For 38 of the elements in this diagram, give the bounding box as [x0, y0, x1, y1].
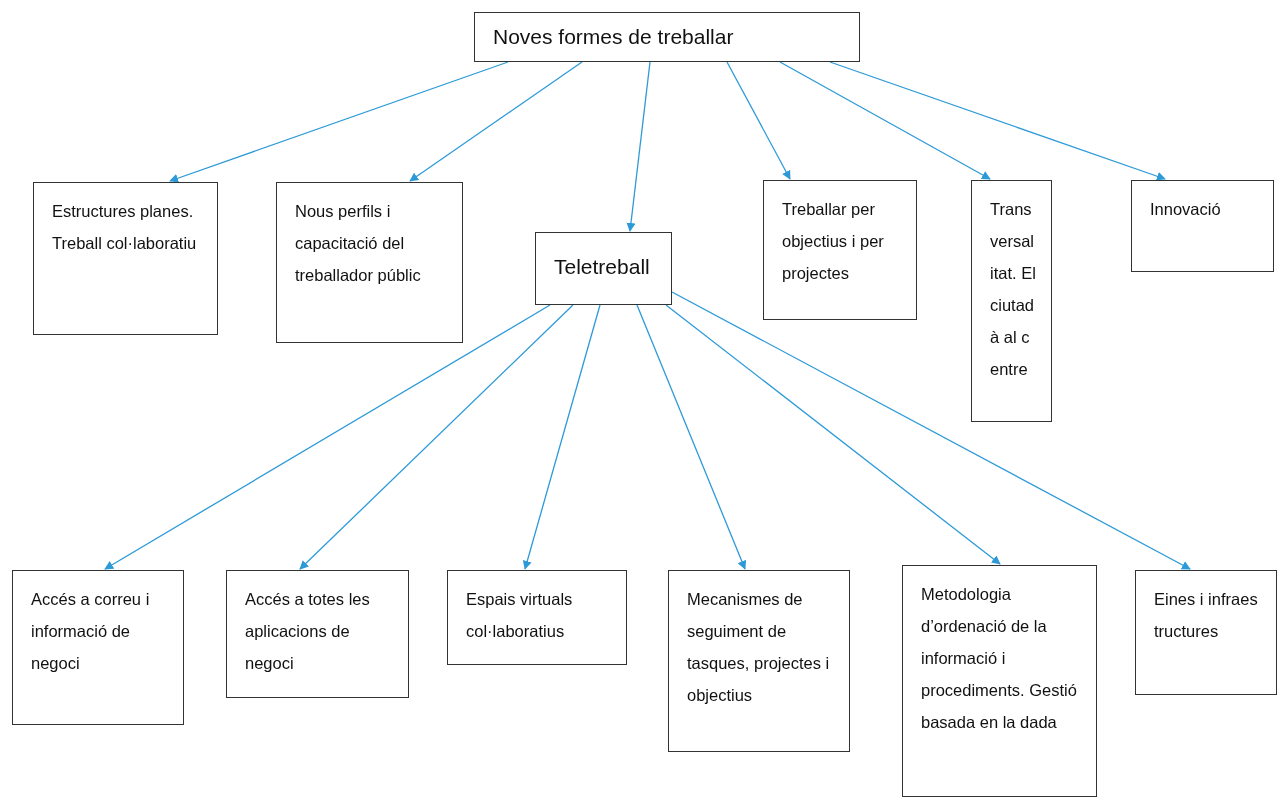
arrow [522, 304, 601, 570]
process-box [902, 565, 1097, 797]
process-box [1135, 570, 1277, 695]
process-box [276, 182, 463, 343]
process-box [12, 570, 184, 725]
arrow [169, 61, 509, 183]
process-box [763, 180, 917, 320]
arrow [299, 304, 574, 570]
box-label: Espais virtuals col·laboratius [466, 589, 574, 642]
box-label: Noves formes de treballar [493, 24, 735, 50]
arrow [726, 61, 791, 180]
process-box [1131, 180, 1274, 272]
process-box [971, 180, 1052, 422]
arrow [779, 61, 991, 180]
arrow [671, 291, 1191, 570]
arrow [104, 304, 551, 570]
arrow [829, 61, 1166, 181]
process-box [226, 570, 409, 698]
box-label: Accés a correu i informació de negoci [31, 589, 151, 674]
process-box [447, 570, 627, 665]
arrow [626, 61, 651, 232]
arrow [665, 304, 1001, 565]
process-box [668, 570, 850, 752]
process-box [535, 232, 672, 305]
process-box [33, 182, 218, 335]
box-label: Nous perfils i capacitació del treballador públic [295, 201, 422, 286]
box-label: Transversalitat. El ciutadà al centre [990, 199, 1037, 380]
arrow [409, 61, 583, 182]
box-label: Eines i infraestructures [1154, 589, 1259, 642]
process-box [474, 12, 860, 62]
box-label: Estructures planes. Treball col·laboratiu [52, 201, 198, 254]
box-label: Treballar per objectius i per projectes [782, 199, 885, 284]
box-label: Mecanismes de seguiment de tasques, projectes i objectius [687, 589, 831, 706]
arrow [636, 304, 747, 570]
box-label: Accés a totes les aplicacions de negoci [245, 589, 371, 674]
box-label: Metodologia d’ordenació de la informació i procediments. Gestió basada en la dada [921, 584, 1078, 733]
box-label: Innovació [1150, 199, 1222, 220]
box-label: Teletreball [554, 254, 651, 280]
